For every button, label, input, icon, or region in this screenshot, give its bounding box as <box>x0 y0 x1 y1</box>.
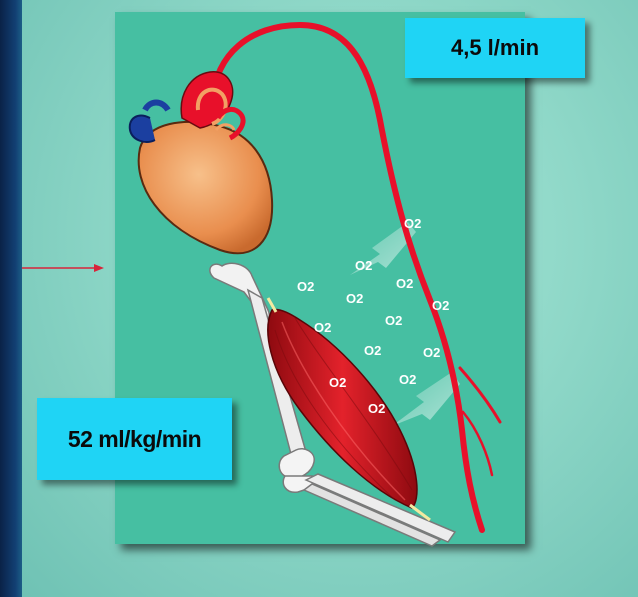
o2-label: O2 <box>297 279 314 294</box>
o2-label: O2 <box>404 216 421 231</box>
o2-label: O2 <box>368 401 385 416</box>
vo2-label: 52 ml/kg/min <box>37 398 232 480</box>
o2-label: O2 <box>399 372 416 387</box>
o2-label: O2 <box>355 258 372 273</box>
o2-label: O2 <box>314 320 331 335</box>
cardiac-output-label: 4,5 l/min <box>405 18 585 78</box>
o2-label: O2 <box>329 375 346 390</box>
vo2-text: 52 ml/kg/min <box>68 426 201 453</box>
o2-label: O2 <box>396 276 413 291</box>
pointer-arrow-icon <box>22 264 104 272</box>
cardiac-output-text: 4,5 l/min <box>451 35 539 61</box>
heart-icon <box>130 72 272 253</box>
o2-label: O2 <box>423 345 440 360</box>
o2-label: O2 <box>385 313 402 328</box>
o2-label: O2 <box>432 298 449 313</box>
o2-label: O2 <box>364 343 381 358</box>
o2-label: O2 <box>346 291 363 306</box>
